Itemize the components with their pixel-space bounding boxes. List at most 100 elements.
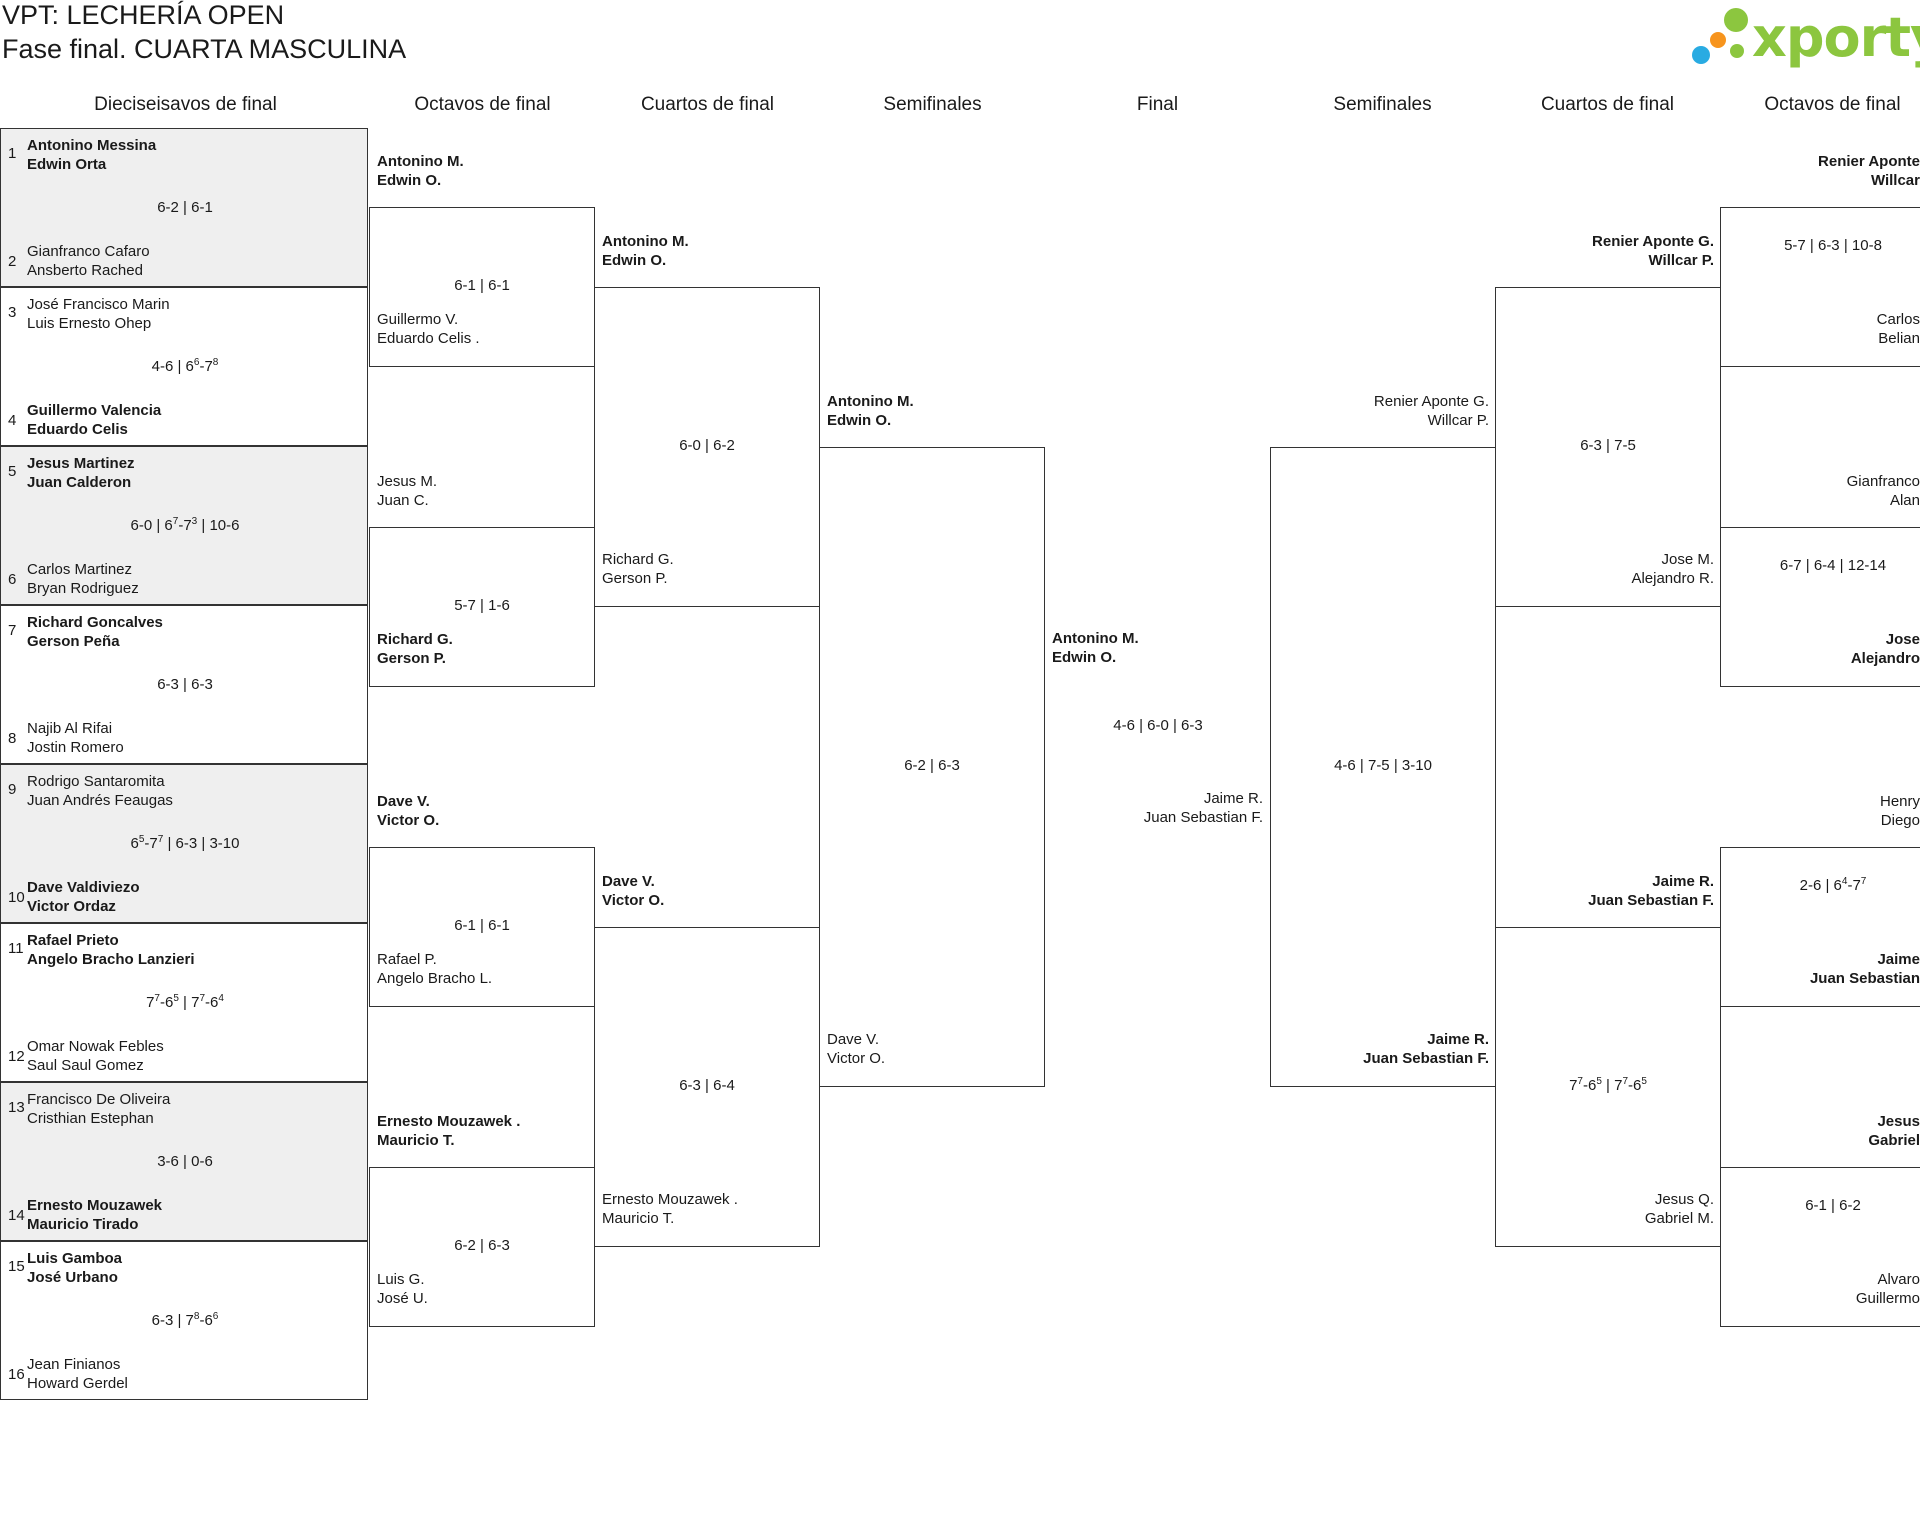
team-top: Antonino M. Edwin O. xyxy=(602,232,812,270)
match-score: 6-2 | 6-3 xyxy=(454,1237,510,1254)
player-name: Cristhian Estephan xyxy=(27,1110,154,1127)
seed-number: 9 xyxy=(8,781,17,798)
player-name: Carlos xyxy=(1876,311,1920,328)
player-name: José Francisco Marin xyxy=(27,296,170,313)
team-top: Antonino M.Edwin O. xyxy=(377,152,587,190)
bracket-connector xyxy=(1495,287,1721,607)
player-name: Howard Gerdel xyxy=(27,1375,128,1392)
bracket-connector xyxy=(1720,527,1920,687)
player-name: Jaime R. xyxy=(1427,1031,1489,1048)
match-score: 65-77 | 6-3 | 3-10 xyxy=(130,834,240,853)
player-name: Jesus Q. xyxy=(1654,1191,1714,1208)
player-name: Ernesto Mouzawek . xyxy=(602,1191,738,1208)
match-score: 4-6 | 6-0 | 6-3 xyxy=(1113,717,1203,734)
player-name: José U. xyxy=(377,1290,428,1307)
logo-dot-blue xyxy=(1692,46,1710,64)
logo-dot-green xyxy=(1724,8,1748,32)
round-header: Semifinales xyxy=(1333,94,1432,115)
match-score: 6-1 | 6-2 xyxy=(1805,1197,1861,1214)
player-name: Francisco De Oliveira xyxy=(27,1091,171,1108)
team-bottom: Richard G. Gerson P. xyxy=(602,550,812,588)
match-score: 6-7 | 6-4 | 12-14 xyxy=(1779,557,1887,574)
player-name: Omar Nowak Febles xyxy=(27,1038,164,1055)
player-name: Dave V. xyxy=(377,793,430,810)
team-bottom: Jaime R. Juan Sebastian F. xyxy=(1053,789,1263,827)
player-name: Juan Sebastian F. xyxy=(1363,1050,1489,1067)
team-top: Antonino M.Edwin O. xyxy=(1052,629,1262,667)
player-name: Victor O. xyxy=(602,892,665,909)
seed-number: 12 xyxy=(8,1048,25,1065)
player-name: Jaime R. xyxy=(1652,873,1714,890)
match-score: 77-65 | 77-65 xyxy=(1569,1076,1647,1095)
player-name: Jose M. xyxy=(1661,551,1714,568)
team-top: Ernesto Mouzawek .Mauricio T. xyxy=(377,1112,587,1150)
player-name: Juan Sebastian F. xyxy=(1143,809,1263,826)
team-top: Dave V.Victor O. xyxy=(602,872,812,910)
page-title-line1: VPT: LECHERÍA OPEN xyxy=(2,0,285,30)
player-name: Richard Goncalves xyxy=(27,614,163,631)
match-score: 6-2 | 6-1 xyxy=(157,199,213,216)
player-name: Gabriel xyxy=(1868,1132,1920,1149)
match-score: 4-6 | 66-78 xyxy=(151,357,219,376)
player-name: Gianfranco xyxy=(1846,473,1920,490)
player-name: Bryan Rodriguez xyxy=(27,580,139,597)
player-name: Juan Sebastian F. xyxy=(1588,892,1714,909)
player-name: Mauricio Tirado xyxy=(27,1216,139,1233)
match-score: 5-7 | 6-3 | 10-8 xyxy=(1784,237,1882,254)
player-name: Victor O. xyxy=(377,812,440,829)
seed-number: 7 xyxy=(8,622,17,639)
team-top: Jesus M.Juan C. xyxy=(377,472,587,510)
player-name: Angelo Bracho L. xyxy=(377,970,493,987)
player-name: Rodrigo Santaromita xyxy=(27,773,165,790)
round-header: Semifinales xyxy=(883,94,982,115)
logo-dot-orange xyxy=(1710,32,1726,48)
player-name: Edwin O. xyxy=(602,252,667,269)
player-name: Willcar P. xyxy=(1648,252,1714,269)
player-name: Jesus xyxy=(1877,1113,1920,1130)
match-score: 6-0 | 67-73 | 10-6 xyxy=(130,516,240,535)
player-name: Carlos Martinez xyxy=(27,561,133,578)
player-name: Jaime R. xyxy=(1203,790,1263,807)
team-top: Renier Aponte G.Willcar P. xyxy=(1279,392,1489,430)
round-header: Dieciseisavos de final xyxy=(94,94,277,115)
team-bottom: Rafael P.Angelo Bracho L. xyxy=(377,950,587,988)
seed-number: 5 xyxy=(8,463,17,480)
player-name: Dave V. xyxy=(827,1031,879,1048)
team-top: Dave V. Victor O. xyxy=(377,792,587,830)
player-name: Antonino M. xyxy=(602,233,689,250)
round-header: Final xyxy=(1136,94,1179,115)
logo-dot-green-small xyxy=(1730,44,1744,58)
logo-wordmark: xporty xyxy=(1752,6,1920,69)
player-name: Jose xyxy=(1885,631,1920,648)
player-name: Richard G. xyxy=(602,551,674,568)
player-name: Edwin O. xyxy=(827,412,892,429)
seed-number: 14 xyxy=(8,1207,25,1224)
team-bottom: Ernesto Mouzawek .Mauricio T. xyxy=(602,1190,812,1228)
player-name: Diego xyxy=(1880,812,1920,829)
match-score: 2-6 | 64-77 xyxy=(1799,876,1867,895)
player-name: Jesus Martinez xyxy=(27,455,135,472)
player-name: Jaime xyxy=(1877,951,1920,968)
match-score: 6-3 | 7-5 xyxy=(1580,437,1636,454)
player-name: Saul Saul Gomez xyxy=(27,1057,144,1074)
player-name: Gerson P. xyxy=(602,570,668,587)
player-name: Antonino Messina xyxy=(27,137,157,154)
